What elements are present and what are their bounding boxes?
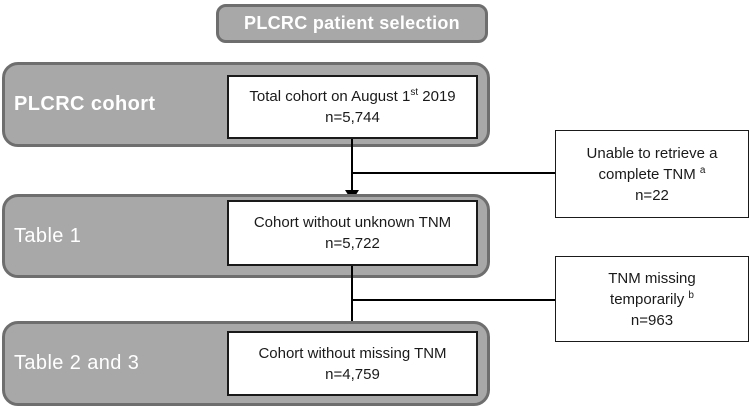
footnote-marker-a: a bbox=[699, 164, 706, 176]
cohort-box-2-line1: Cohort without unknown TNM bbox=[253, 214, 452, 231]
diagram-title-box: PLCRC patient selection bbox=[216, 4, 488, 43]
diagram-title: PLCRC patient selection bbox=[244, 13, 460, 33]
exclusion-box-1-line1: Unable to retrieve a bbox=[586, 144, 718, 162]
stage-label-plcrc-cohort: PLCRC cohort bbox=[14, 93, 156, 115]
cohort-box-3-line1: Cohort without missing TNM bbox=[258, 344, 447, 362]
footnote-marker-b: b bbox=[688, 289, 694, 301]
connector-line-branch-1 bbox=[352, 172, 555, 174]
cohort-box-total-count: n=5,744 bbox=[325, 109, 380, 126]
superscript-st: st bbox=[410, 87, 419, 98]
connector-line-branch-2 bbox=[352, 299, 555, 301]
cohort-box-without-unknown-tnm: Cohort without unknown TNM n=5,722 bbox=[227, 200, 478, 266]
connector-line-vertical-2 bbox=[351, 266, 353, 323]
exclusion-box-tnm-missing: TNM missing temporarily b n=963 bbox=[555, 256, 749, 342]
connector-line-vertical-1 bbox=[351, 139, 353, 192]
exclusion-box-1-count: n=22 bbox=[635, 186, 669, 204]
exclusion-box-unable-tnm: Unable to retrieve a complete TNM a n=22 bbox=[555, 130, 749, 218]
exclusion-box-2-line1: TNM missing bbox=[608, 269, 696, 287]
exclusion-box-1-line2: complete TNM a bbox=[598, 164, 706, 183]
cohort-box-2-count: n=5,722 bbox=[325, 235, 380, 252]
exclusion-box-2-count: n=963 bbox=[630, 311, 674, 329]
stage-label-table-1: Table 1 bbox=[14, 224, 82, 247]
cohort-box-total: Total cohort on August 1st 2019 n=5,744 bbox=[227, 75, 478, 139]
cohort-box-without-missing-tnm: Cohort without missing TNM n=4,759 bbox=[227, 331, 478, 396]
exclusion-box-2-line2: temporarily b bbox=[610, 289, 694, 308]
cohort-box-3-count: n=4,759 bbox=[325, 365, 380, 383]
cohort-box-total-line1: Total cohort on August 1st 2019 bbox=[249, 87, 456, 106]
stage-label-table-2-3: Table 2 and 3 bbox=[14, 352, 140, 374]
